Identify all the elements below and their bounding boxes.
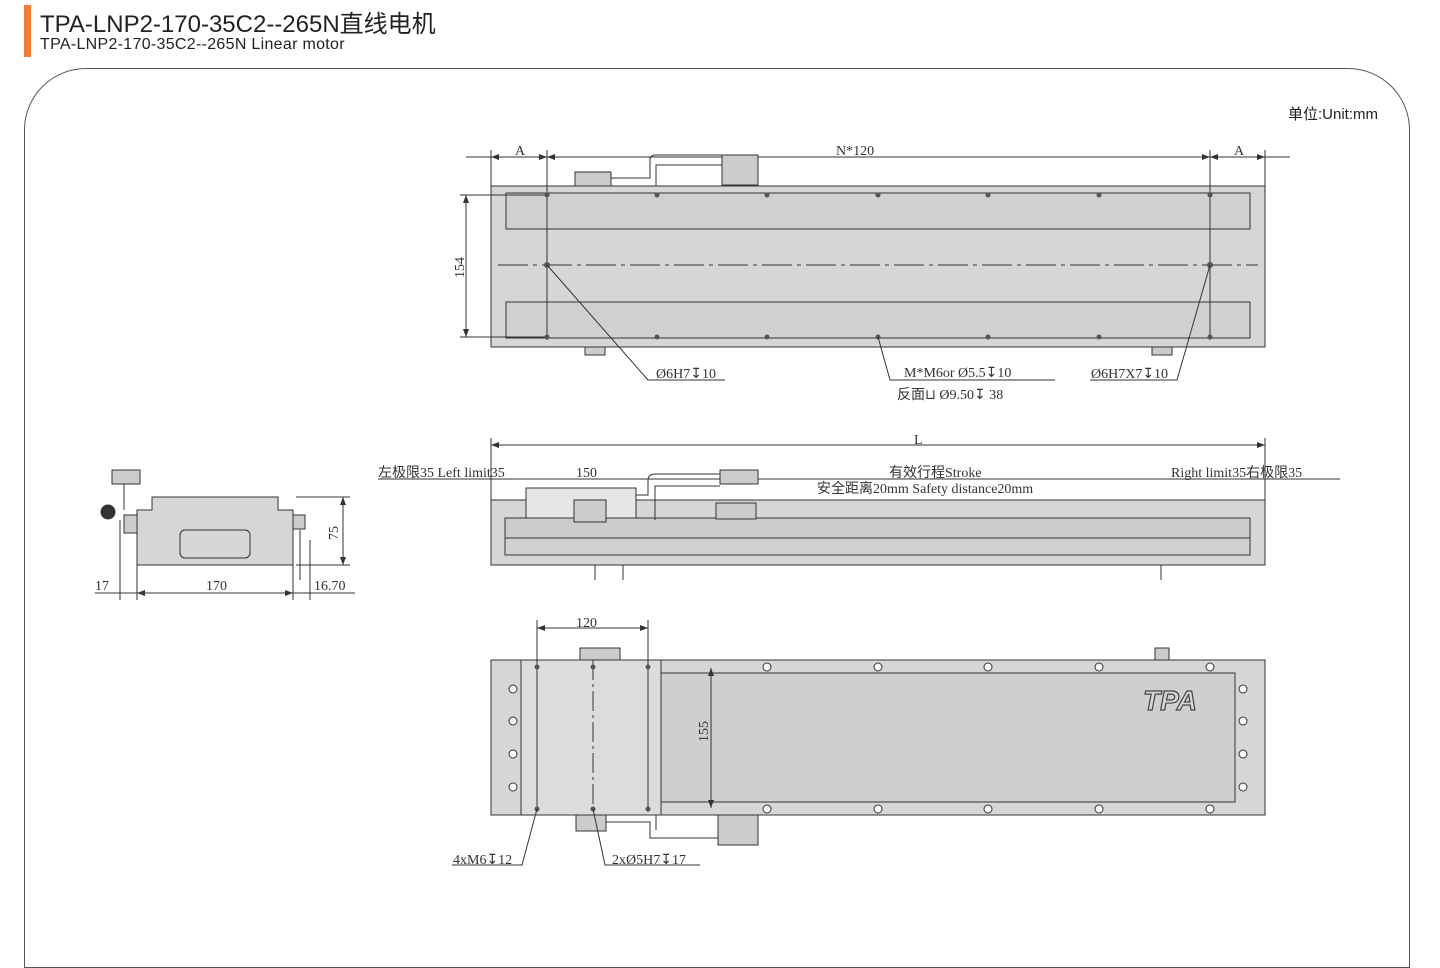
unit-label: 单位:Unit:mm xyxy=(1287,106,1378,123)
dim-16-70: 16.70 xyxy=(314,579,346,594)
safety-distance-label: 安全距离20mm Safety distance20mm xyxy=(817,480,1033,497)
callout-m6-thread: 4xM6↧12 xyxy=(453,853,512,868)
page-subtitle: TPA-LNP2-170-35C2--265N Linear motor xyxy=(40,36,345,53)
bottom-view xyxy=(452,620,1266,866)
callout-dowel-holes: 2xØ5H7↧17 xyxy=(612,853,686,868)
callout-dowel-left: Ø6H7↧10 xyxy=(656,367,716,382)
dim-a-right: A xyxy=(1234,144,1245,159)
dim-75: 75 xyxy=(327,526,342,540)
left-limit-label: 左极限35 Left limit35 xyxy=(378,465,505,481)
stroke-label: 有效行程Stroke xyxy=(889,465,982,481)
dim-120: 120 xyxy=(576,616,597,631)
dim-170: 170 xyxy=(206,579,227,594)
side-view xyxy=(95,469,355,600)
page-title: TPA-LNP2-170-35C2--265N直线电机 xyxy=(40,11,436,38)
callout-dowel-right: Ø6H7X7↧10 xyxy=(1091,367,1168,382)
dim-17: 17 xyxy=(95,579,109,594)
right-limit-label: Right limit35右极限35 xyxy=(1171,465,1302,481)
front-view xyxy=(378,438,1340,580)
technical-drawing: A N*120 A 154 Ø6H7↧10 M*M6or Ø5.5↧10 反面⊔… xyxy=(95,144,1340,868)
dim-155: 155 xyxy=(697,721,712,742)
callout-counterbore: 反面⊔ Ø9.50↧ 38 xyxy=(897,387,1003,403)
dim-a-left: A xyxy=(515,144,526,159)
dim-150: 150 xyxy=(576,466,597,481)
title-accent-bar xyxy=(24,5,31,57)
dim-length-l: L xyxy=(914,433,923,448)
dim-height-154: 154 xyxy=(453,257,468,278)
top-view xyxy=(460,150,1290,381)
callout-mount-thread: M*M6or Ø5.5↧10 xyxy=(904,366,1011,381)
dim-n-pitch: N*120 xyxy=(836,144,874,159)
tpa-logo: TPA xyxy=(1143,685,1197,716)
